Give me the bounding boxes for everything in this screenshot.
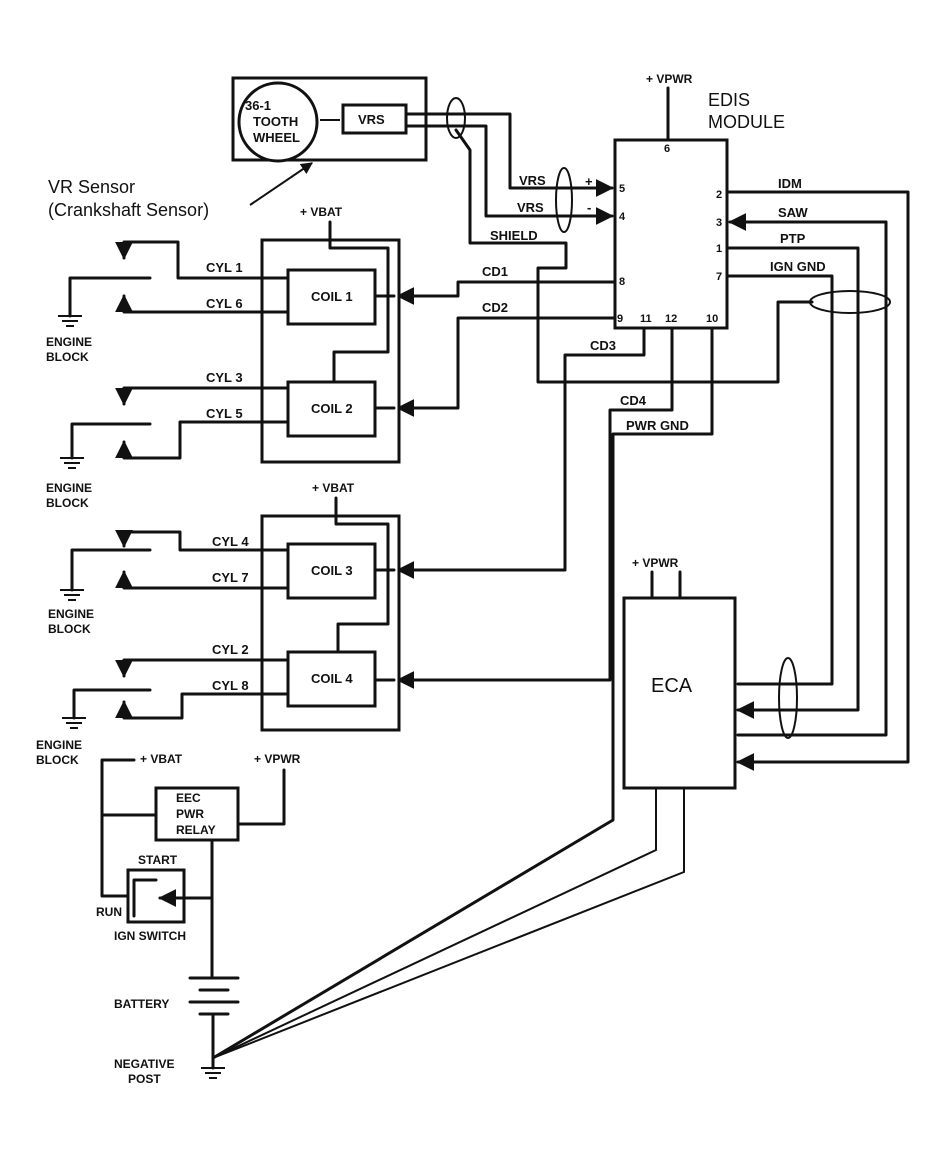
relay-vbat-label: + VBAT (140, 752, 183, 766)
tooth-wheel-label-3: WHEEL (253, 130, 300, 145)
relay-label-1: EEC (176, 791, 201, 805)
cyl-5-label: CYL 5 (206, 406, 243, 421)
eca-vpwr-label: + VPWR (632, 556, 679, 570)
cyl-8-label: CYL 8 (212, 678, 249, 693)
vr-sensor-label-1: VR Sensor (48, 177, 135, 197)
edis-vpwr-label: + VPWR (646, 72, 693, 86)
edis-pin-10: 10 (706, 313, 718, 325)
cd2-label: CD2 (482, 300, 508, 315)
vrs-minus-label: VRS (517, 200, 544, 215)
ptp-label: PTP (780, 231, 806, 246)
negative-post-line2: POST (128, 1072, 161, 1086)
engine-block-1-line2: BLOCK (46, 350, 89, 364)
relay-vpwr-label: + VPWR (254, 752, 301, 766)
cd4-label: CD4 (620, 393, 647, 408)
vrs-plus-sign: + (585, 174, 593, 189)
edis-pin-6: 6 (664, 143, 670, 155)
edis-pin-8: 8 (619, 276, 625, 288)
edis-pin-11: 11 (640, 313, 652, 325)
run-label: RUN (96, 905, 122, 919)
coil-3 (286, 542, 377, 600)
edis-pin-7: 7 (716, 271, 722, 283)
coil-2 (286, 380, 377, 438)
cd1-label: CD1 (482, 264, 508, 279)
eca-module: ECA + VPWR (622, 556, 737, 790)
shield-ellipse-1 (446, 97, 466, 139)
relay-label-3: RELAY (176, 823, 216, 837)
coil-pack-top: + VBAT COIL 1 COIL 2 (260, 205, 401, 464)
vrs-plus-label: VRS (519, 173, 546, 188)
eec-pwr-relay (154, 786, 240, 842)
engine-block-3-line2: BLOCK (48, 622, 91, 636)
edis-pin-4: 4 (619, 211, 626, 223)
coil-1 (286, 268, 377, 326)
relay-label-2: PWR (176, 807, 204, 821)
cyl-7-label: CYL 7 (212, 570, 249, 585)
vrs-box-label: VRS (358, 112, 385, 127)
vr-sensor-label-2: (Crankshaft Sensor) (48, 200, 209, 220)
cd3-label: CD3 (590, 338, 616, 353)
shield-ellipse-2 (555, 167, 573, 233)
shield-ellipse-3 (809, 290, 891, 314)
ign-switch-label: IGN SWITCH (114, 929, 186, 943)
coil-1-label: COIL 1 (311, 289, 353, 304)
edis-pin-5: 5 (619, 183, 625, 195)
eca-label: ECA (651, 675, 693, 697)
cyl-3-label: CYL 3 (206, 370, 243, 385)
edis-pin-3: 3 (716, 217, 722, 229)
engine-block-3-line1: ENGINE (48, 607, 94, 621)
vbat-bottom-label: + VBAT (312, 481, 355, 495)
tooth-wheel-label-2: TOOTH (253, 114, 298, 129)
engine-block-4-line1: ENGINE (36, 738, 82, 752)
edis-pin-12: 12 (665, 313, 677, 325)
ign-switch (126, 868, 186, 924)
engine-block-2-line1: ENGINE (46, 481, 92, 495)
saw-label: SAW (778, 205, 808, 220)
start-label: START (138, 853, 178, 867)
engine-block-4-line2: BLOCK (36, 753, 79, 767)
engine-block-2-line2: BLOCK (46, 496, 89, 510)
edis-title-2: MODULE (708, 112, 785, 132)
negative-post-line1: NEGATIVE (114, 1057, 174, 1071)
shield-label: SHIELD (490, 228, 538, 243)
vrs-box (341, 103, 408, 135)
coil-2-label: COIL 2 (311, 401, 353, 416)
coil-3-label: COIL 3 (311, 563, 353, 578)
edis-title-1: EDIS (708, 90, 750, 110)
shield-ellipse-4 (778, 657, 798, 739)
ign-gnd-label: IGN GND (770, 259, 826, 274)
battery-label: BATTERY (114, 997, 169, 1011)
cyl-1-label: CYL 1 (206, 260, 243, 275)
vrs-minus-sign: - (587, 200, 591, 215)
cyl-6-label: CYL 6 (206, 296, 243, 311)
power-relay-circuit: + VBAT + VPWR EEC PWR RELAY START RUN IG… (96, 752, 301, 1086)
coil-4-label: COIL 4 (311, 671, 353, 686)
edis-pin-2: 2 (716, 189, 722, 201)
idm-label: IDM (778, 176, 802, 191)
coil-4 (286, 650, 377, 708)
edis-module: EDIS MODULE + VPWR 6 5 4 8 9 11 12 10 2 … (613, 72, 785, 330)
edis-pin-9: 9 (617, 313, 623, 325)
vr-sensor-assembly: 36-1 TOOTH WHEEL VRS (231, 76, 428, 163)
pwr-gnd-label: PWR GND (626, 418, 689, 433)
engine-block-1-line1: ENGINE (46, 335, 92, 349)
cyl-4-label: CYL 4 (212, 534, 249, 549)
vbat-top-label: + VBAT (300, 205, 343, 219)
edis-pin-1: 1 (716, 243, 722, 255)
cyl-2-label: CYL 2 (212, 642, 249, 657)
tooth-wheel (237, 81, 319, 163)
tooth-wheel-label-1: 36-1 (245, 98, 271, 113)
